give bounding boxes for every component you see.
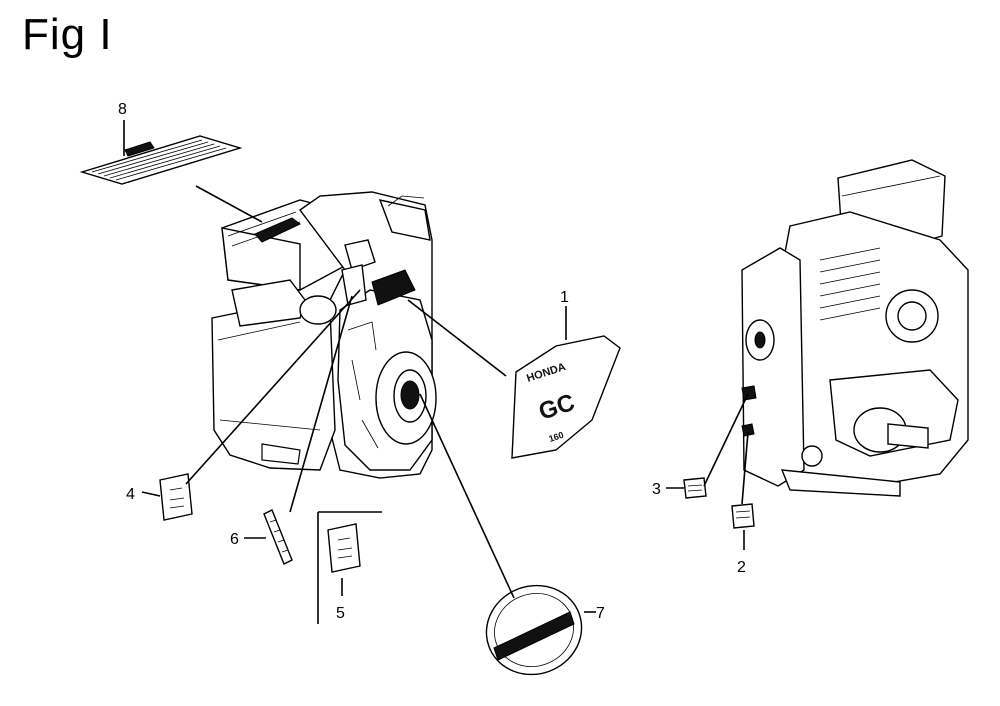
callout-6: 6 [230,531,239,548]
part-7-round-emblem [485,584,583,676]
callout-4: 4 [126,486,135,503]
callout-5: 5 [336,605,345,622]
callout-8: 8 [118,101,127,118]
part-5-label [317,511,382,624]
part-4-small-label [159,473,193,521]
callout-7: 7 [596,605,605,622]
part-2-small-tag [731,503,755,529]
emblem-size-text: 160 [548,430,565,444]
callout-3: 3 [652,481,661,498]
part-1-emblem-decal: HONDA GC 160 [511,335,621,459]
part-3-small-tag [683,477,707,499]
part-8-tank-label [79,135,243,185]
callout-2: 2 [737,559,746,576]
engine-front-view [211,191,437,479]
callout-1: 1 [560,289,569,306]
engine-rear-view [741,159,969,497]
part-6-strip-decal [263,509,293,565]
figure-title: Fig I [22,10,113,59]
leader-lines [123,120,749,613]
